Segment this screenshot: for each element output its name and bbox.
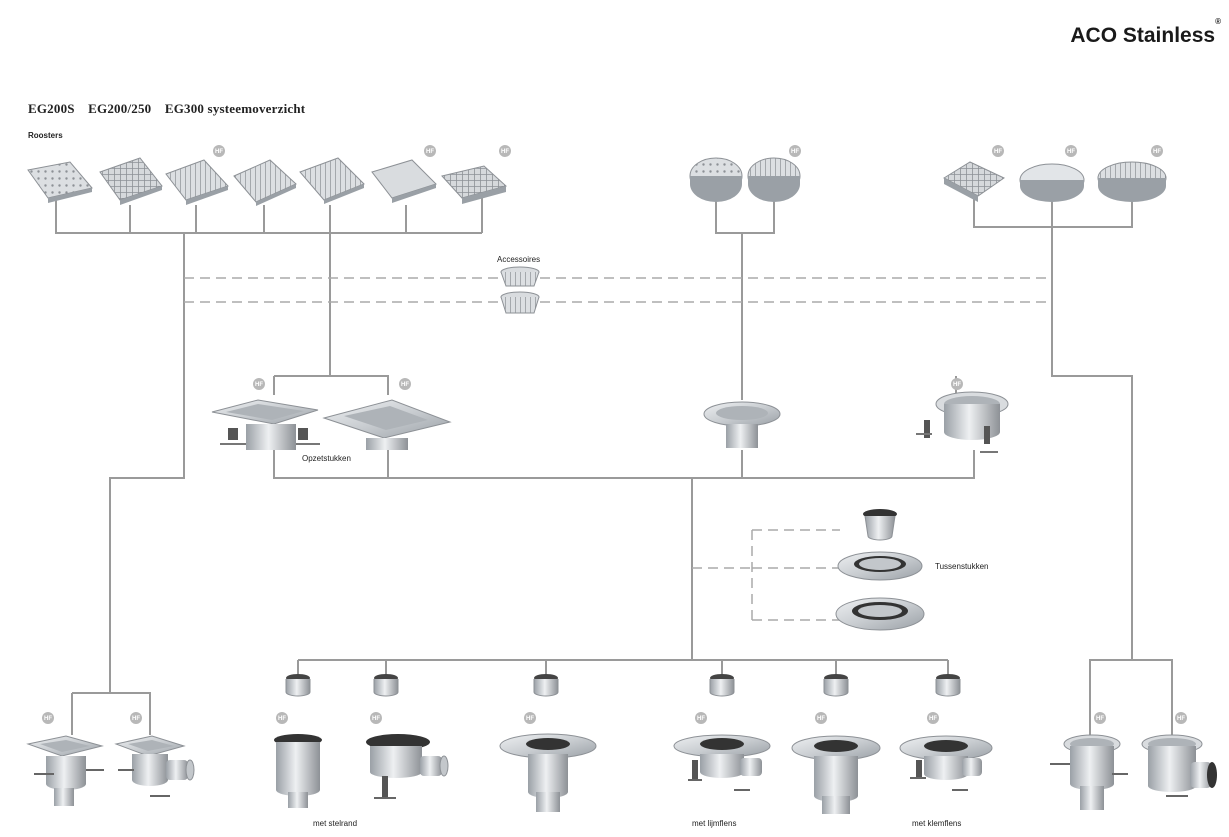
hf-badge-icon: HF <box>951 378 963 390</box>
grate-slot <box>165 159 229 205</box>
intermediate-piece-flange <box>837 551 923 581</box>
hf-badge-label: HF <box>953 382 961 388</box>
hf-badge-icon: HF <box>1151 145 1163 157</box>
insert-5 <box>823 674 849 697</box>
hf-badge-label: HF <box>44 716 52 722</box>
title-eg200s: EG200S <box>28 101 75 116</box>
hf-badge-label: HF <box>1177 716 1185 722</box>
page-title: EG200S EG200/250 EG300 systeemoverzicht <box>28 101 315 117</box>
label-opzetstukken: Opzetstukken <box>302 454 351 463</box>
hf-badge-label: HF <box>401 382 409 388</box>
gully-lijmflens-horizontal <box>673 734 771 791</box>
hf-badge-label: HF <box>426 149 434 155</box>
insert-1 <box>285 674 311 697</box>
insert-3 <box>533 674 559 697</box>
gully-flange-vertical <box>499 733 597 812</box>
hf-badge-icon: HF <box>399 378 411 390</box>
hf-badge-label: HF <box>255 382 263 388</box>
hf-badge-label: HF <box>278 716 286 722</box>
round-grate-slot <box>747 157 801 202</box>
hf-badge-icon: HF <box>370 712 382 724</box>
gully-eg200s-vertical <box>26 735 104 806</box>
grate-bar-wide <box>299 157 365 204</box>
hf-badge-label: HF <box>697 716 705 722</box>
hf-badge-icon: HF <box>815 712 827 724</box>
hf-badge-icon: HF <box>130 712 142 724</box>
grate-mesh <box>99 157 163 205</box>
hf-badge-label: HF <box>372 716 380 722</box>
hf-badge-icon: HF <box>992 145 1004 157</box>
brand-logo: ACO Stainless® <box>1070 17 1221 48</box>
accessory-dashed-lines <box>184 277 1052 621</box>
hf-badge-label: HF <box>132 716 140 722</box>
grate-heavy-grid <box>441 165 508 204</box>
hf-badge-label: HF <box>1096 716 1104 722</box>
eg300-round-cover <box>1019 163 1085 202</box>
gully-eg300-horizontal <box>1141 734 1217 797</box>
hf-badge-icon: HF <box>524 712 536 724</box>
label-roosters: Roosters <box>28 131 63 140</box>
gully-lijmflens-vertical <box>791 735 881 814</box>
hf-badge-icon: HF <box>276 712 288 724</box>
hf-badge-icon: HF <box>1094 712 1106 724</box>
hf-badge-label: HF <box>994 149 1002 155</box>
hf-badge-icon: HF <box>695 712 707 724</box>
hf-badge-label: HF <box>817 716 825 722</box>
label-met-stelrand: met stelrand <box>313 819 358 828</box>
hf-badge-icon: HF <box>1065 145 1077 157</box>
eg300-grate-grid <box>942 161 1005 202</box>
hf-badge-label: HF <box>215 149 223 155</box>
brand-name: ACO Stainless <box>1070 24 1216 47</box>
insert-4 <box>709 674 735 697</box>
hf-badge-icon: HF <box>253 378 265 390</box>
label-met-klemflens: met klemflens <box>912 819 962 828</box>
hf-badge-icon: HF <box>789 145 801 157</box>
insert-2 <box>373 674 399 697</box>
gully-stelrand-horizontal <box>366 734 449 799</box>
accessory-basket-1 <box>500 266 540 287</box>
intermediate-piece-small <box>863 509 897 541</box>
hf-badge-icon: HF <box>213 145 225 157</box>
hf-badges: HF HF HF HF HF HF HF HF HF HF HF HF HF HF HF HF HF HF HF HF <box>42 145 1187 724</box>
title-eg200-250: EG200/250 <box>88 101 152 116</box>
bottom-inserts <box>285 674 961 697</box>
title-eg300: EG300 systeemoverzicht <box>164 101 306 116</box>
hf-badge-label: HF <box>791 149 799 155</box>
hf-badge-label: HF <box>929 716 937 722</box>
hf-badge-label: HF <box>501 149 509 155</box>
hf-badge-icon: HF <box>1175 712 1187 724</box>
upstand-square-1 <box>211 399 320 450</box>
gully-eg200s-horizontal <box>114 735 195 797</box>
gully-eg300-vertical <box>1050 734 1128 810</box>
hf-badge-icon: HF <box>499 145 511 157</box>
grate-louvre <box>233 159 297 206</box>
insert-6 <box>935 674 961 697</box>
gully-stelrand-vertical <box>274 734 322 808</box>
hf-badge-label: HF <box>1067 149 1075 155</box>
round-grate-perforated <box>689 157 743 202</box>
registered-mark: ® <box>1215 17 1221 26</box>
hf-badge-label: HF <box>526 716 534 722</box>
label-met-lijmflens: met lijmflens <box>692 819 737 828</box>
label-tussenstukken: Tussenstukken <box>935 562 989 571</box>
hf-badge-icon: HF <box>42 712 54 724</box>
eg300-round-grate <box>1097 161 1167 202</box>
upstand-round <box>703 401 781 448</box>
connector-lines <box>55 195 1173 735</box>
hf-badge-icon: HF <box>424 145 436 157</box>
hf-badge-icon: HF <box>927 712 939 724</box>
gully-klemflens-horizontal <box>899 735 993 791</box>
hf-badge-label: HF <box>1153 149 1161 155</box>
intermediate-piece-clamp <box>835 597 925 631</box>
grate-solid-cover <box>371 159 437 203</box>
label-accessoires: Accessoires <box>497 255 541 264</box>
upstand-eg300 <box>916 391 1009 453</box>
accessory-basket-2 <box>500 291 540 314</box>
grate-perforated <box>27 161 93 203</box>
upstand-square-2 <box>322 399 452 450</box>
